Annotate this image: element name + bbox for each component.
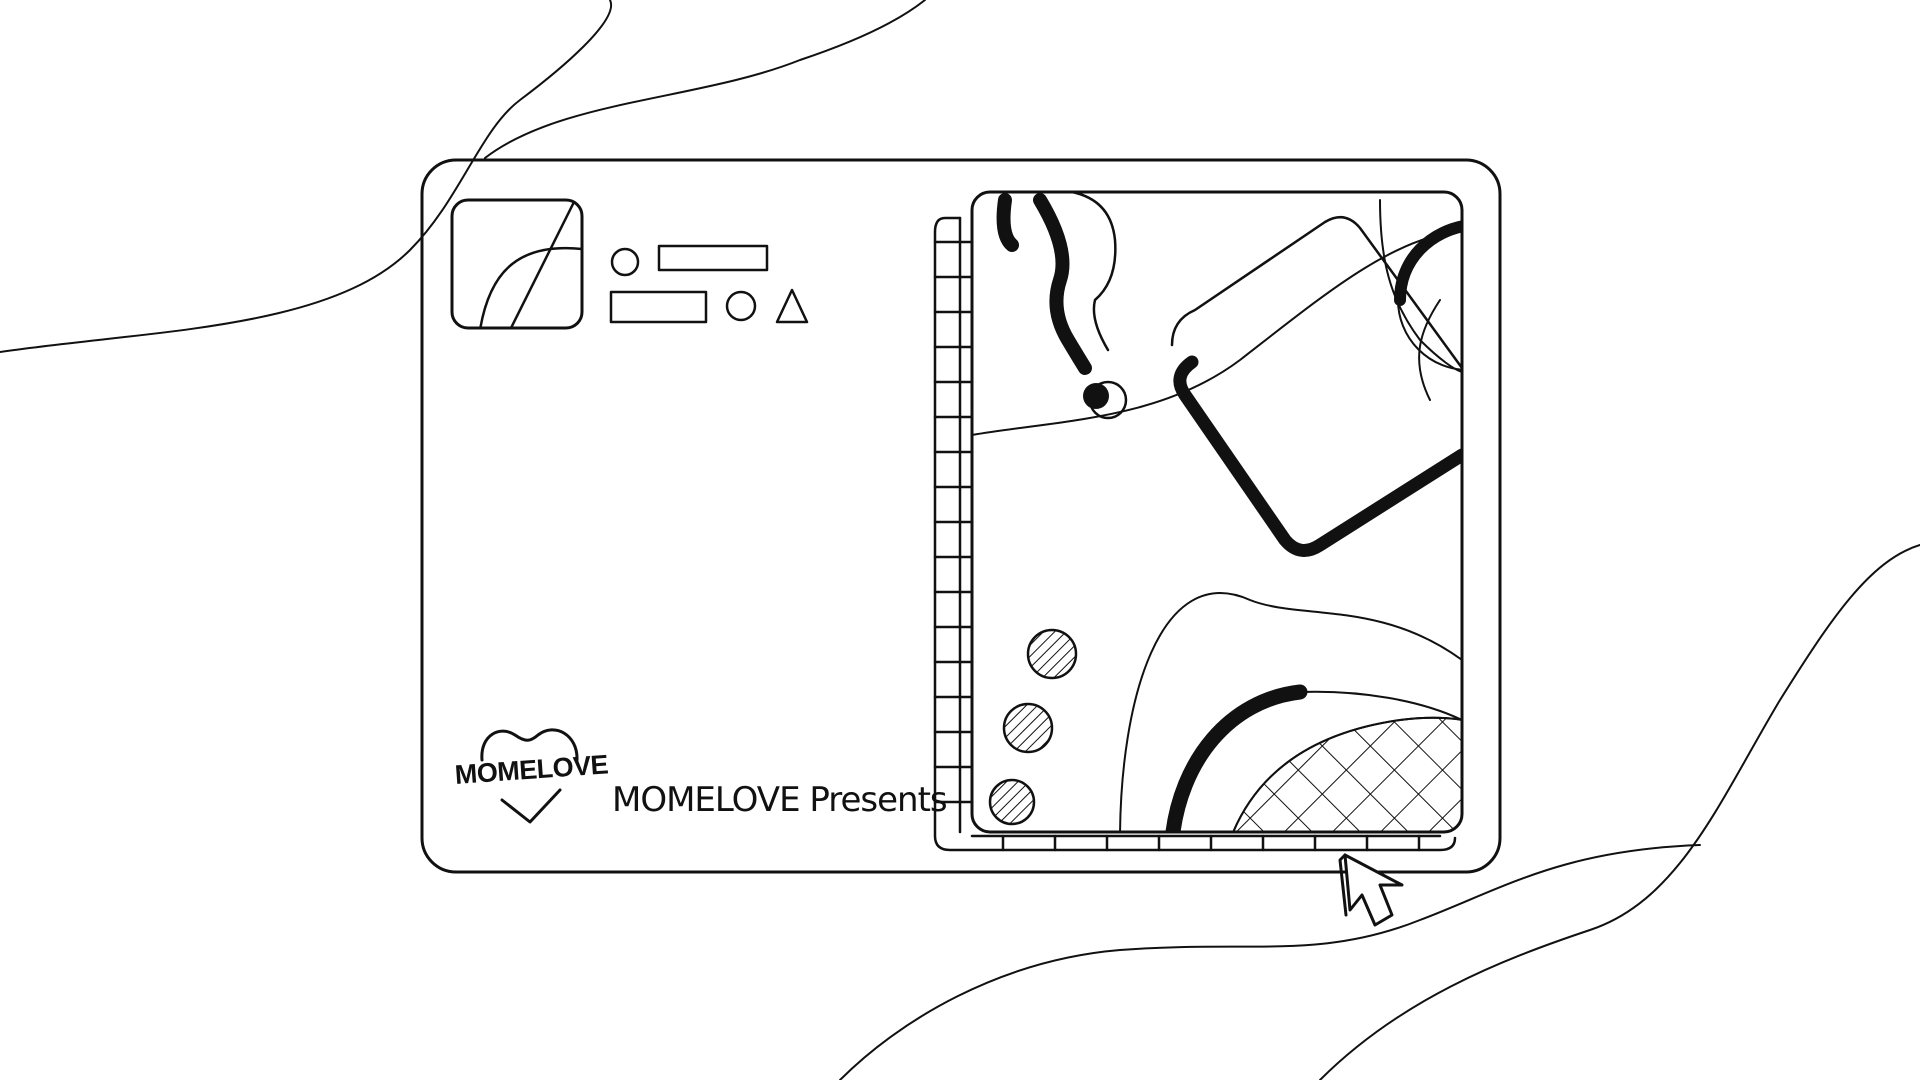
hatched-dot [1026, 628, 1078, 680]
thumbnail-icon [450, 198, 584, 330]
placeholder-bar [609, 290, 708, 324]
crosshatch-area [1228, 716, 1462, 832]
question-mark-icon [996, 193, 1092, 375]
rounded-square-shape [1173, 355, 1462, 557]
circle-icon [725, 290, 757, 322]
heart-icon [480, 728, 579, 762]
mouse-cursor-icon [1338, 853, 1404, 927]
circle-icon [610, 247, 640, 277]
hatched-dot [988, 778, 1036, 826]
hatched-dot [1002, 702, 1054, 754]
presents-caption: MOMELOVE Presents [612, 780, 948, 820]
grid-ruler [933, 216, 1457, 852]
checkmark-icon [500, 788, 562, 824]
placeholder-bar [657, 244, 769, 272]
card-window [420, 158, 1502, 874]
toolbar-placeholder [609, 244, 809, 324]
preview-panel [970, 190, 1464, 834]
triangle-icon [775, 288, 809, 324]
